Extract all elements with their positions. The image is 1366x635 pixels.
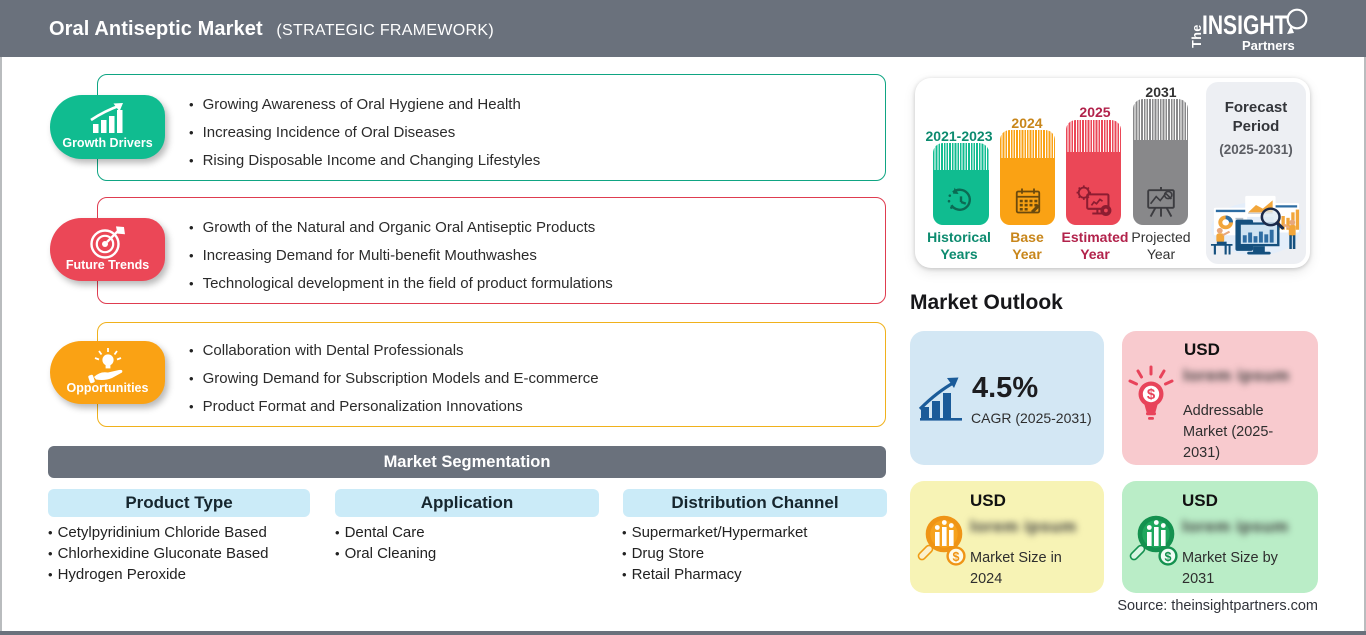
svg-text:$: $ xyxy=(1147,386,1156,403)
svg-text:$: $ xyxy=(953,550,960,564)
svg-text:$: $ xyxy=(1165,550,1172,564)
